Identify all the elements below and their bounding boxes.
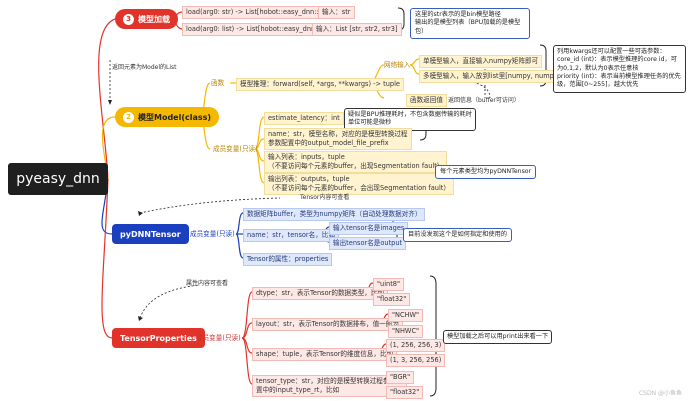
- tensor-input-name: 输入tensor名是images: [329, 222, 409, 235]
- function-label: 函数: [211, 79, 225, 87]
- model-members-label: 成员变量(只读): [213, 145, 258, 153]
- forward-signature: 模型推理：forward(self, *args, **kwargs) -> t…: [236, 78, 404, 91]
- tensor-type-value-bgr: "BGR": [386, 371, 415, 384]
- print-note: 模型加载之后可以用print出来看一下: [443, 330, 553, 345]
- load-input-list: 输入：List [str, str2, str3]: [312, 23, 402, 36]
- tensor-node: pyDNNTensor: [112, 224, 189, 244]
- load-input-str: 输入：str: [318, 6, 355, 19]
- properties-viewable-label: 属性内容可查看: [186, 280, 229, 287]
- tensor-properties-title: TensorProperties: [120, 333, 197, 343]
- inputs-member: 输入列表：inputs，tuple （不要访问每个元素的buffer，出现Seg…: [264, 151, 448, 173]
- tensor-buffer-member: 数据矩阵buffer，类型为numpy矩阵（自动处理数据对齐）: [243, 208, 426, 221]
- outputs-member: 输出列表：outputs，tuple （不要访问每个元素的buffer，会出现S…: [264, 173, 454, 195]
- layout-member: layout：str，表示Tensor的数据排布，值一般为: [252, 318, 403, 331]
- network-input-label: 网络输入: [384, 61, 411, 69]
- layout-value-nchw: "NCHW": [388, 309, 424, 322]
- model-name-member: name：str，模型名称，对应的是模型转换过程 参数配置中的output_mo…: [264, 128, 412, 150]
- tensor-viewable-label: Tensor内容可查看: [300, 194, 350, 201]
- properties-members-text: 成员变量(只读): [196, 334, 241, 342]
- dtype-value-float32: "float32": [373, 293, 411, 306]
- tensor-output-name: 输出tensor名是output: [329, 237, 407, 250]
- root-title: pyeasy_dnn: [16, 171, 100, 187]
- model-class-node: 2 模型Model(class): [115, 107, 220, 127]
- multi-input-desc: 多模型输入，输入放到list里[numpy, numpy]: [419, 70, 565, 83]
- model-load-number: 3: [123, 13, 134, 25]
- model-load-title: 模型加载: [138, 14, 170, 24]
- load-note: 这里的str表示的是bin模型路径 输出的是模型列表（BPU加载的是模型包）: [410, 8, 530, 40]
- latency-member: estimate_latency：int: [264, 112, 344, 125]
- function-return-label: 函数返回值: [406, 94, 447, 107]
- shape-value-nhwc: (1, 256, 256, 3): [386, 339, 446, 352]
- dtype-value-uint8: "uint8": [373, 278, 405, 291]
- model-load-node: 3 模型加载: [115, 9, 178, 29]
- kwargs-note: 列用kwargs还可以配置一些可选参数： core_id (int)：表示模型推…: [553, 45, 686, 93]
- model-class-number: 2: [123, 111, 134, 123]
- dtype-member: dtype：str，表示Tensor的数据类型，比如: [252, 287, 389, 300]
- watermark: CSDN @小鱼鱼: [638, 390, 682, 397]
- single-input-desc: 单模型输入，直接输入numpy矩阵即可: [419, 55, 543, 68]
- tensor-type-member: tensor_type：str，对应的是模型转换过程参数配 置中的input_t…: [252, 375, 407, 397]
- layout-value-nhwc: "NHWC": [388, 325, 424, 338]
- tensor-members-label: 成员变量(只读): [190, 230, 235, 238]
- tensor-type-value-float32: "float32": [386, 386, 424, 399]
- tensor-properties-node: TensorProperties: [112, 328, 205, 348]
- tensor-properties-member: Tensor的属性：properties: [243, 253, 333, 266]
- model-class-title: 模型Model(class): [138, 112, 212, 122]
- tensor-name-note: 目前没发现这个是如何指定和使用的: [403, 228, 512, 243]
- tensor-name-member: name：str，tensor名，比如: [243, 229, 339, 242]
- shape-value-nchw: (1, 3, 256, 256): [386, 354, 446, 367]
- shape-member: shape：tuple，表示Tensor的维度信息，比如: [252, 348, 398, 361]
- properties-members-label: 成员变量(只读): [196, 334, 241, 343]
- tensor-title: pyDNNTensor: [120, 229, 181, 239]
- return-info-note: 返回信息（buffer可访问）: [448, 97, 520, 104]
- element-type-note: 每个元素类型均为pyDNNTensor: [435, 165, 537, 180]
- root-node: pyeasy_dnn: [8, 163, 108, 195]
- return-label: 返回元素为Model的List: [112, 64, 177, 71]
